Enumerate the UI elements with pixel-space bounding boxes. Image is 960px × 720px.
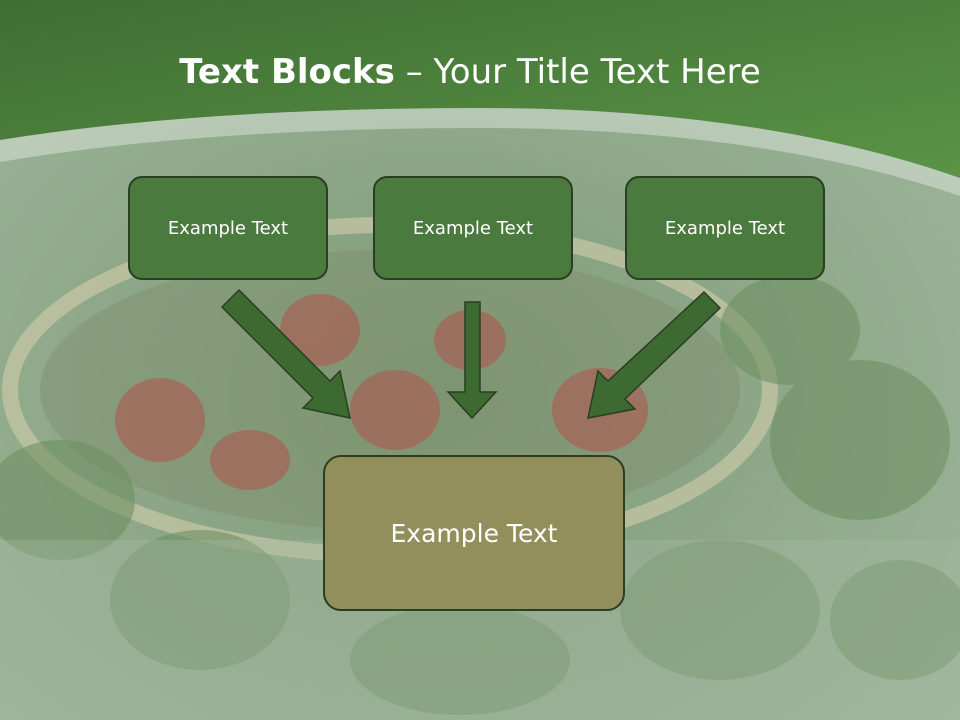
arrow-right-icon xyxy=(587,290,722,419)
arrow-left-icon xyxy=(220,288,351,419)
page-title: Text Blocks – Your Title Text Here xyxy=(0,52,940,92)
header-band xyxy=(0,0,960,178)
arrow-center-icon xyxy=(446,301,498,420)
title-regular: Your Title Text Here xyxy=(433,52,761,92)
title-bold: Text Blocks xyxy=(179,52,395,92)
leaf-shapes xyxy=(0,275,960,715)
text-block-result-label: Example Text xyxy=(390,518,558,548)
text-block-1[interactable]: Example Text xyxy=(128,176,328,280)
text-block-3[interactable]: Example Text xyxy=(625,176,825,280)
text-block-2[interactable]: Example Text xyxy=(373,176,573,280)
text-block-2-label: Example Text xyxy=(412,217,534,239)
text-block-result[interactable]: Example Text xyxy=(323,455,625,611)
text-block-1-label: Example Text xyxy=(167,217,289,239)
text-block-3-label: Example Text xyxy=(664,217,786,239)
title-separator: – xyxy=(394,52,434,92)
